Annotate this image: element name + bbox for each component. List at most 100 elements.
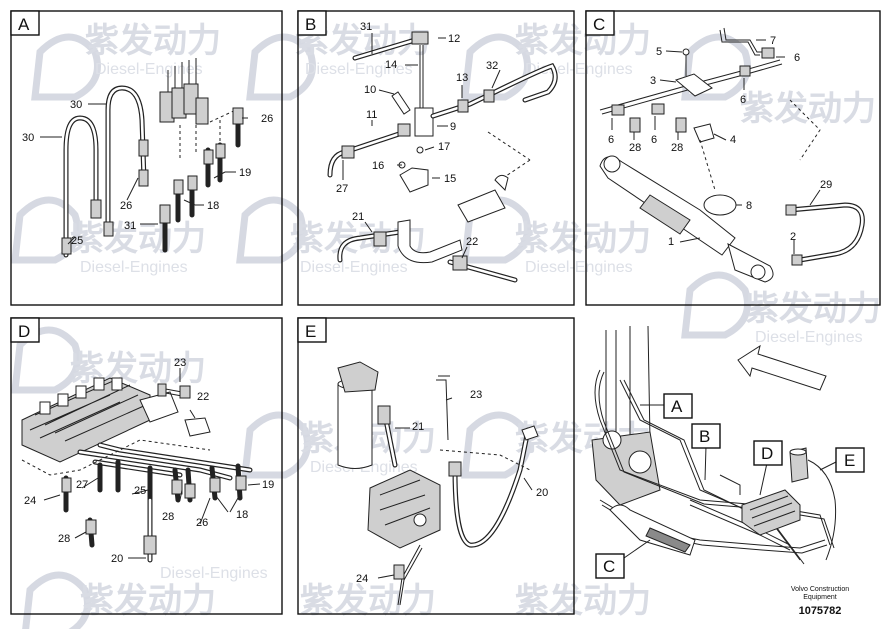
watermark-brand: 紫发动力 bbox=[515, 220, 651, 258]
panel-e-drawing bbox=[337, 361, 539, 606]
callout-6: 6 bbox=[651, 134, 657, 146]
watermark-brand: 紫发动力 bbox=[85, 22, 221, 60]
callout-26: 26 bbox=[196, 517, 208, 529]
overview-tag-a[interactable]: A bbox=[663, 393, 693, 419]
callout-26: 26 bbox=[120, 200, 132, 212]
fitting-28 bbox=[184, 483, 196, 499]
panel-c-frame bbox=[585, 10, 881, 306]
panel-b-frame bbox=[297, 10, 575, 306]
callout-2: 2 bbox=[790, 231, 796, 243]
tube-line bbox=[599, 59, 783, 115]
diagram-number: 1075782 bbox=[798, 605, 842, 617]
panel-d: D bbox=[10, 317, 283, 615]
panel-e-letter: E bbox=[305, 322, 316, 341]
callout-27: 27 bbox=[76, 479, 88, 491]
callout-25: 25 bbox=[71, 235, 83, 247]
filter-canister bbox=[337, 383, 373, 469]
filter-head bbox=[337, 361, 379, 393]
panel-b: B bbox=[297, 10, 575, 306]
callout-7: 7 bbox=[770, 35, 776, 47]
overview-control-valve bbox=[741, 489, 801, 536]
panel-a: A bbox=[10, 10, 283, 306]
callout-30: 30 bbox=[70, 99, 82, 111]
panel-d-letter: D bbox=[18, 322, 30, 341]
manifold-block bbox=[457, 189, 506, 223]
fitting-26 bbox=[138, 139, 149, 157]
callout-15: 15 bbox=[444, 173, 456, 185]
svg-text:B: B bbox=[699, 427, 710, 446]
callout-28: 28 bbox=[671, 142, 683, 154]
overview-tag-e[interactable]: E bbox=[835, 447, 865, 473]
svg-text:D: D bbox=[761, 444, 773, 463]
panel-a-tag[interactable] bbox=[10, 10, 40, 36]
overview-tag-b[interactable]: B bbox=[691, 423, 721, 449]
callout-13: 13 bbox=[456, 72, 468, 84]
overview-tag-d[interactable]: D bbox=[753, 440, 783, 466]
panel-b-tag[interactable] bbox=[297, 10, 327, 36]
callout-21: 21 bbox=[352, 211, 364, 223]
direction-arrow-icon bbox=[737, 344, 827, 391]
fitting-13 bbox=[457, 99, 469, 113]
panel-e-tag[interactable] bbox=[297, 317, 327, 343]
panel-e: E 23 bbox=[297, 317, 575, 615]
hose-23 bbox=[436, 375, 450, 441]
watermark-sub: Diesel-Engines bbox=[80, 259, 188, 276]
svg-text:E: E bbox=[844, 451, 855, 470]
panel-a-labels: 30 30 26 19 26 18 31 25 bbox=[22, 99, 273, 247]
watermark-brand: 紫发动力 bbox=[70, 350, 206, 388]
callout-22: 22 bbox=[466, 236, 478, 248]
callout-17: 17 bbox=[438, 141, 450, 153]
panel-c-tag[interactable] bbox=[585, 10, 615, 36]
fitting-18 bbox=[187, 175, 198, 191]
watermark-sub: Diesel-Engines bbox=[305, 61, 413, 78]
fitting-21 bbox=[377, 405, 391, 425]
pump-unit bbox=[367, 469, 441, 549]
callout-27: 27 bbox=[336, 183, 348, 195]
panel-c-labels: 7 5 6 3 6 6 28 6 28 4 8 29 2 1 bbox=[608, 35, 832, 248]
panel-d-tag[interactable] bbox=[10, 317, 40, 343]
panel-e-frame bbox=[297, 317, 575, 615]
overview-tag-c[interactable]: C bbox=[595, 553, 625, 579]
boom-structure bbox=[605, 325, 651, 460]
callout-8: 8 bbox=[746, 200, 752, 212]
panel-a-frame bbox=[10, 10, 283, 306]
callout-25: 25 bbox=[134, 485, 146, 497]
watermark-brand: 紫发动力 bbox=[745, 290, 881, 328]
panel-d-labels: 23 22 19 27 25 24 28 26 18 28 20 bbox=[24, 357, 274, 565]
callout-14: 14 bbox=[385, 59, 397, 71]
watermark-sub: Diesel-Engines bbox=[95, 61, 203, 78]
footer-maker: Volvo Construction bbox=[790, 586, 850, 593]
callout-11: 11 bbox=[366, 109, 377, 121]
elbow-12 bbox=[411, 31, 429, 45]
callout-31: 31 bbox=[124, 220, 136, 232]
panel-c: C bbox=[585, 10, 881, 306]
fitting-20 bbox=[143, 535, 157, 555]
callout-3: 3 bbox=[650, 75, 656, 87]
callout-26: 26 bbox=[261, 113, 273, 125]
panel-b-labels: 31 12 14 13 32 10 11 9 17 16 15 27 21 22 bbox=[336, 21, 498, 248]
bracket-15 bbox=[399, 167, 429, 193]
fitting-31 bbox=[159, 204, 171, 224]
panel-d-frame bbox=[10, 317, 283, 615]
panel-c-letter: C bbox=[593, 15, 605, 34]
watermark-sub: Diesel-Engines bbox=[755, 329, 863, 346]
watermark-brand: 紫发动力 bbox=[515, 22, 651, 60]
clamp-4 bbox=[693, 123, 715, 143]
callout-24: 24 bbox=[24, 495, 36, 507]
callout-6: 6 bbox=[608, 134, 614, 146]
callout-6: 6 bbox=[740, 94, 746, 106]
watermark-brand: 紫发动力 bbox=[740, 90, 876, 128]
callout-18: 18 bbox=[236, 509, 248, 521]
tube-14 bbox=[419, 45, 424, 110]
fitting-19 bbox=[203, 149, 214, 165]
footer-section: Equipment bbox=[803, 594, 837, 601]
panel-b-drawing bbox=[327, 31, 558, 283]
boom-base bbox=[591, 431, 661, 506]
callout-10: 10 bbox=[364, 84, 376, 96]
callout-20: 20 bbox=[111, 553, 123, 565]
panel-a-drawing bbox=[40, 58, 248, 258]
fitting-26-right bbox=[232, 107, 244, 125]
callout-16: 16 bbox=[372, 160, 384, 172]
bolt-5 bbox=[682, 48, 690, 56]
